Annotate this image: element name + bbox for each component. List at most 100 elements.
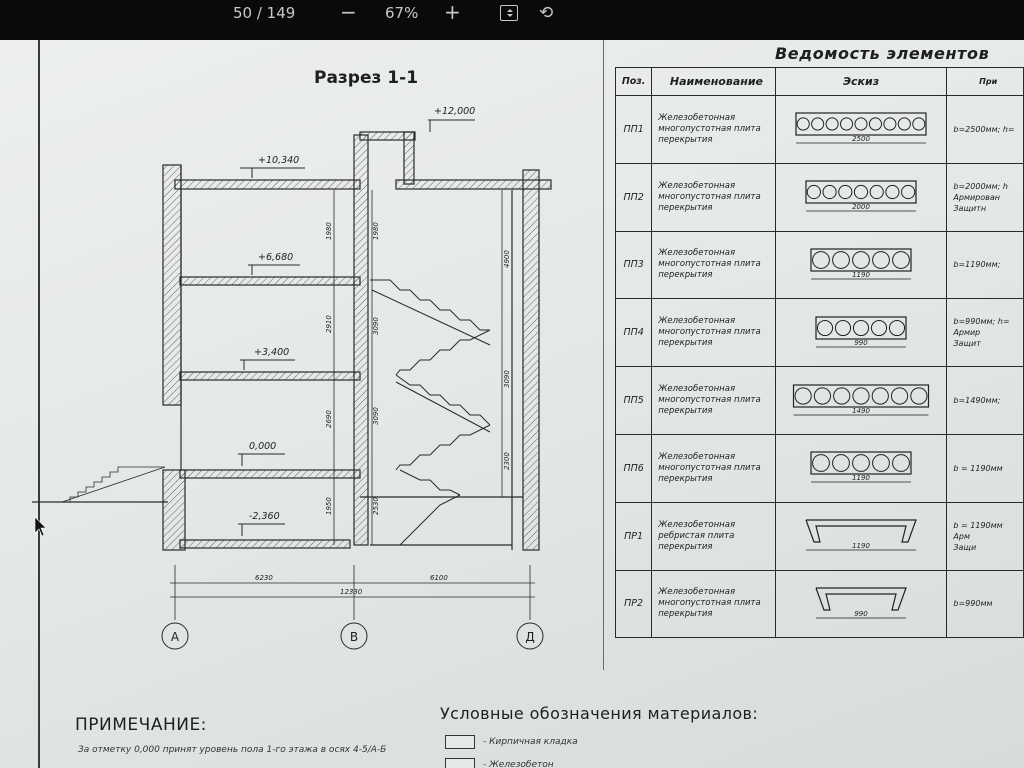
row-note-line: b=1190мм; [953,260,1001,270]
slab-sketch-icon: 1190 [810,451,912,483]
dim-label: 12330 [340,588,363,596]
row-note-line: b=990мм; h= [953,317,1010,327]
row-note-line: Армирован [953,192,1000,202]
column-header-name: Наименование [651,67,776,96]
zoom-level[interactable]: 67% [385,4,419,22]
row-note: b=990мм [946,569,1024,639]
sheet-frame-left [38,40,40,768]
row-name-line: перекрытия [658,406,713,417]
slab-sketch-icon: 2000 [805,180,917,212]
column-header-sketch: Эскиз [774,67,948,96]
row-sketch: 2500 [774,95,948,164]
row-name-line: Железобетонная [658,316,736,327]
row-name-line: перекрытия [658,609,713,620]
row-note: b=2500мм; h= [946,95,1024,164]
dim-label: 6100 [430,574,448,582]
row-pos: ПР1 [614,501,653,571]
row-sketch: 1190 [774,501,948,571]
row-name-line: многопустотная плита [658,395,761,406]
row-note: b=1190мм; [946,230,1024,300]
elevation-label: -2,360 [249,511,280,522]
row-name-line: перекрытия [658,202,713,213]
roof-slab-right [395,179,552,190]
row-name-line: ребристая плита [658,530,735,541]
row-note: b = 1190мм [946,433,1024,503]
sketch-dim-label: 990 [854,610,868,618]
slab-basement [179,539,351,549]
sketch-dim-label: 1190 [852,542,870,550]
slab-level-0 [179,469,361,479]
sketch-dim-label: 1190 [852,271,870,279]
row-name-line: многопустотная плита [658,598,761,609]
column-header-note: При [946,67,1024,96]
table-header-row: Поз. Наименование Эскиз При [614,67,1024,96]
elevation-label: +3,400 [254,347,289,358]
row-name-line: перекрытия [658,473,713,484]
row-pos: ПП2 [614,162,653,232]
row-name-line: перекрытия [658,270,713,281]
row-name-line: многопустотная плита [658,462,761,473]
slab-sketch-icon: 1190 [810,248,912,280]
left-wall-basement [162,469,186,551]
mouse-cursor-icon [34,516,47,537]
zoom-out-button[interactable]: − [340,0,357,24]
left-wall-upper [162,164,182,406]
section-title: Разрез 1-1 [314,68,419,88]
row-note: b=1490мм; [946,366,1024,435]
page-indicator[interactable]: 50 / 149 [233,4,296,22]
row-name-line: многопустотная плита [658,123,761,134]
rotate-icon[interactable]: ⟲ [539,3,554,23]
brick-swatch-icon [445,735,475,749]
legend-item-label: - Железобетон [483,760,554,768]
zoom-in-button[interactable]: + [444,0,461,24]
axis-label: А [171,630,180,644]
dim-label: 2300 [503,452,511,470]
row-name-line: многопустотная плита [658,327,761,338]
row-name-line: Железобетонная [658,180,736,191]
row-name-line: перекрытия [658,134,713,145]
legend-item-label: - Кирпичная кладка [483,737,578,747]
row-sketch: 1490 [774,366,948,435]
axis-label: В [350,630,358,644]
roof-slab-left [174,179,361,190]
fit-page-icon[interactable] [500,5,518,21]
concrete-swatch-icon [445,758,475,768]
elevation-label: +12,000 [434,106,475,117]
row-sketch: 990 [774,569,948,639]
column-header-pos: Поз. [614,67,653,96]
dim-label: 1950 [325,497,333,515]
row-name-line: многопустотная плита [658,191,761,202]
elevation-label: +10,340 [258,155,299,166]
row-note-line: b=1490мм; [953,396,1001,406]
slab-level-1 [179,371,361,381]
row-pos: ПП4 [614,298,653,368]
middle-wall [353,134,369,546]
row-pos: ПП5 [614,366,653,435]
viewer-toolbar: 50 / 149 − 67% + ⟲ [0,0,1024,40]
row-note-line: b=2000мм; h [953,181,1008,191]
legend-title: Условные обозначения материалов: [440,704,759,723]
row-name-line: многопустотная плита [658,259,761,270]
row-name-line: перекрытия [658,541,713,552]
row-note-line: Защит [953,339,981,349]
sketch-dim-label: 990 [854,339,868,347]
table-title: Ведомость элементов [775,44,990,63]
dim-label: 1980 [372,222,380,240]
row-sketch: 1190 [774,230,948,300]
row-note-line: Защитн [953,203,987,213]
dim-label: 4900 [503,250,511,268]
slab-sketch-icon: 1490 [792,383,929,415]
row-note-line: b = 1190мм [953,463,1003,473]
note-text: За отметку 0,000 принят уровень пола 1-г… [78,745,387,755]
row-name-line: Железобетонная [658,519,736,530]
